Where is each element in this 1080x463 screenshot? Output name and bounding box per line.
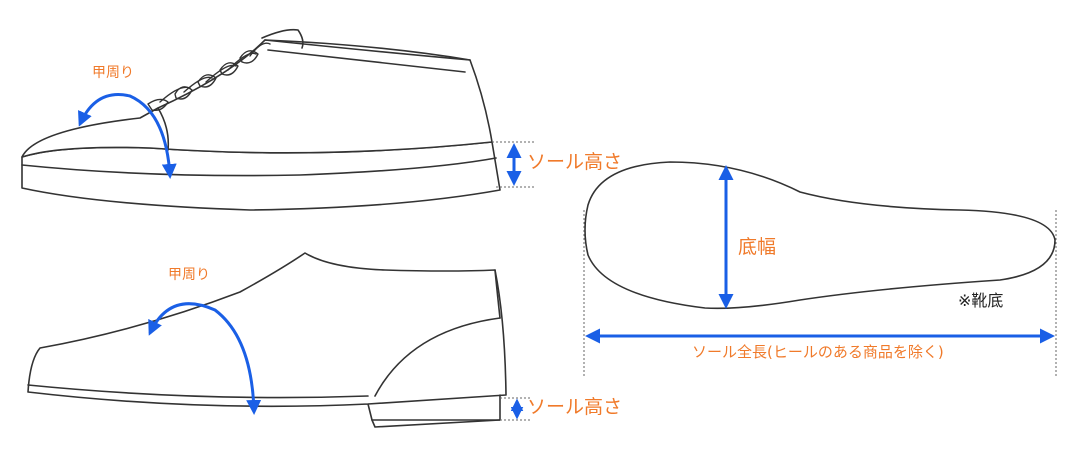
- sole-height-indicator-top: [492, 141, 534, 188]
- insole-note-label: ※靴底: [958, 291, 1004, 310]
- sole-length-label: ソール全長(ヒールのある商品を除く): [692, 343, 944, 361]
- dress-shoe-outline: [27, 252, 507, 428]
- insole-outline: [584, 161, 1056, 310]
- sole-width-label: 底幅: [738, 236, 777, 258]
- instep-arrow-top: [78, 93, 177, 179]
- sole-height-label-bottom: ソール高さ: [527, 396, 623, 418]
- sole-height-label-top: ソール高さ: [527, 151, 623, 173]
- instep-label-bottom: 甲周り: [168, 267, 210, 283]
- instep-arrow-bottom: [148, 302, 262, 415]
- sole-height-indicator-bottom: [500, 397, 532, 421]
- sneaker-outline: [21, 28, 501, 211]
- instep-label-top: 甲周り: [92, 65, 134, 81]
- sole-length-indicator: [583, 210, 1057, 378]
